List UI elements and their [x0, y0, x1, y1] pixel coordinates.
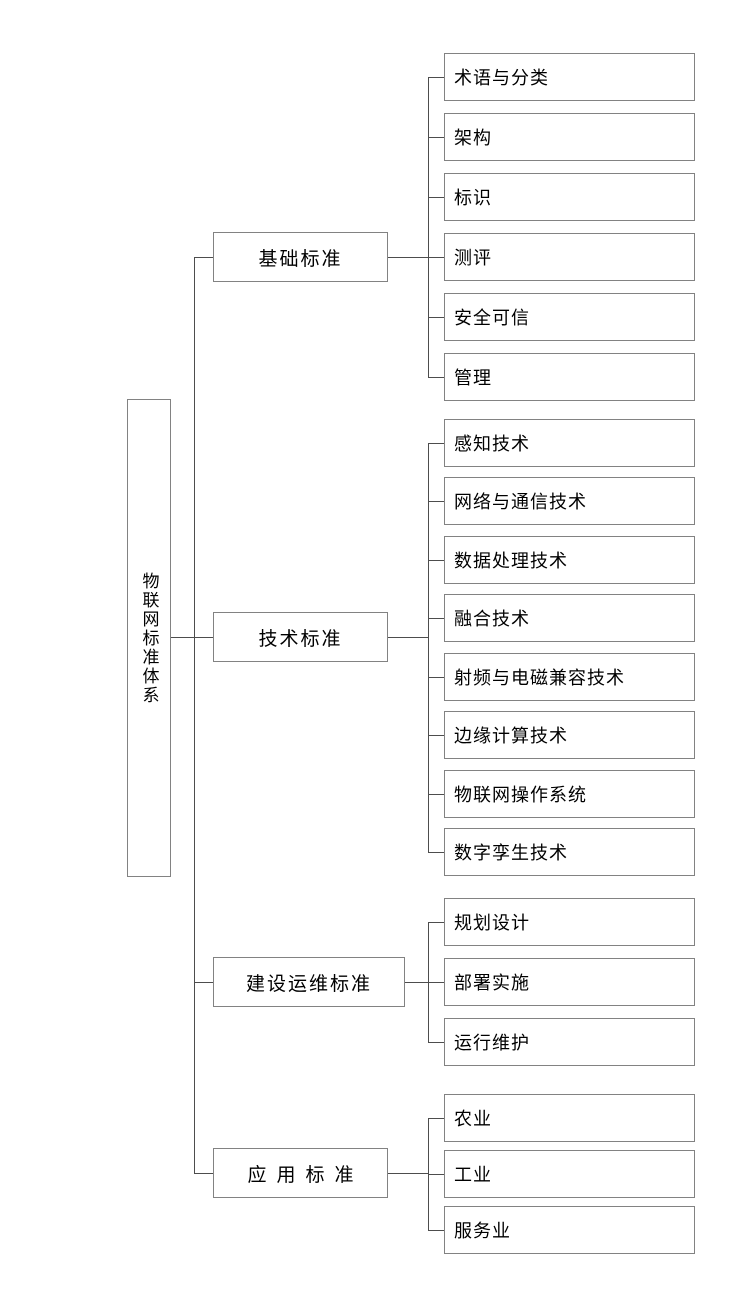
leaf-stub-line [428, 852, 444, 853]
branch-stub-line [194, 637, 213, 638]
branch-node-construction-operation-standards: 建设运维标准 [213, 957, 405, 1007]
branch-label: 建设运维标准 [245, 973, 372, 995]
leaf-label: 管理 [454, 368, 492, 388]
leaf-stub-line [428, 1174, 444, 1175]
leaf-node: 架构 [444, 113, 695, 161]
leaf-node: 射频与电磁兼容技术 [444, 653, 695, 701]
leaf-stub-line [428, 317, 444, 318]
child-trunk-line [428, 443, 429, 852]
leaf-node: 规划设计 [444, 898, 695, 946]
leaf-label: 数据处理技术 [454, 551, 568, 571]
leaf-node: 融合技术 [444, 594, 695, 642]
root-node: 物联网标准体系 [127, 399, 171, 877]
leaf-node: 数据处理技术 [444, 536, 695, 584]
leaf-label: 部署实施 [454, 973, 530, 993]
leaf-stub-line [428, 794, 444, 795]
root-connector-line [171, 637, 194, 638]
leaf-stub-line [428, 922, 444, 923]
branch-label: 技术标准 [258, 628, 343, 650]
leaf-node: 安全可信 [444, 293, 695, 341]
branch-child-connector-line [405, 982, 428, 983]
leaf-node: 边缘计算技术 [444, 711, 695, 759]
leaf-stub-line [428, 1042, 444, 1043]
leaf-node: 标识 [444, 173, 695, 221]
leaf-label: 服务业 [454, 1221, 511, 1241]
leaf-node: 部署实施 [444, 958, 695, 1006]
leaf-label: 数字孪生技术 [454, 843, 568, 863]
leaf-label: 架构 [454, 128, 492, 148]
leaf-node: 服务业 [444, 1206, 695, 1254]
root-node-label: 物联网标准体系 [139, 571, 159, 705]
leaf-label: 射频与电磁兼容技术 [454, 668, 625, 688]
leaf-label: 运行维护 [454, 1033, 530, 1053]
branch-label: 应用标准 [247, 1164, 364, 1186]
leaf-node: 测评 [444, 233, 695, 281]
leaf-label: 规划设计 [454, 913, 530, 933]
leaf-label: 农业 [454, 1109, 492, 1129]
leaf-stub-line [428, 377, 444, 378]
leaf-node: 物联网操作系统 [444, 770, 695, 818]
branch-stub-line [194, 257, 213, 258]
leaf-label: 融合技术 [454, 609, 530, 629]
leaf-stub-line [428, 618, 444, 619]
branch-node-technical-standards: 技术标准 [213, 612, 388, 662]
leaf-stub-line [428, 677, 444, 678]
leaf-stub-line [428, 137, 444, 138]
leaf-node: 运行维护 [444, 1018, 695, 1066]
leaf-label: 测评 [454, 248, 492, 268]
leaf-node: 数字孪生技术 [444, 828, 695, 876]
leaf-label: 边缘计算技术 [454, 726, 568, 746]
leaf-stub-line [428, 560, 444, 561]
leaf-node: 术语与分类 [444, 53, 695, 101]
leaf-stub-line [428, 1230, 444, 1231]
leaf-stub-line [428, 77, 444, 78]
leaf-node: 管理 [444, 353, 695, 401]
branch-node-basic-standards: 基础标准 [213, 232, 388, 282]
leaf-stub-line [428, 257, 444, 258]
leaf-label: 标识 [454, 188, 492, 208]
branch-stub-line [194, 982, 213, 983]
leaf-node: 工业 [444, 1150, 695, 1198]
leaf-label: 工业 [454, 1165, 492, 1185]
branch-child-connector-line [388, 637, 428, 638]
leaf-label: 感知技术 [454, 434, 530, 454]
leaf-stub-line [428, 1118, 444, 1119]
branch-child-connector-line [388, 1173, 428, 1174]
leaf-node: 农业 [444, 1094, 695, 1142]
trunk-line [194, 257, 195, 1173]
branch-label: 基础标准 [258, 248, 343, 270]
leaf-label: 术语与分类 [454, 68, 549, 88]
branch-stub-line [194, 1173, 213, 1174]
leaf-stub-line [428, 982, 444, 983]
branch-child-connector-line [388, 257, 428, 258]
child-trunk-line [428, 77, 429, 377]
leaf-stub-line [428, 443, 444, 444]
leaf-label: 安全可信 [454, 308, 530, 328]
leaf-label: 网络与通信技术 [454, 492, 587, 512]
leaf-stub-line [428, 501, 444, 502]
leaf-stub-line [428, 197, 444, 198]
branch-node-application-standards: 应用标准 [213, 1148, 388, 1198]
leaf-label: 物联网操作系统 [454, 785, 587, 805]
leaf-node: 网络与通信技术 [444, 477, 695, 525]
leaf-stub-line [428, 735, 444, 736]
leaf-node: 感知技术 [444, 419, 695, 467]
